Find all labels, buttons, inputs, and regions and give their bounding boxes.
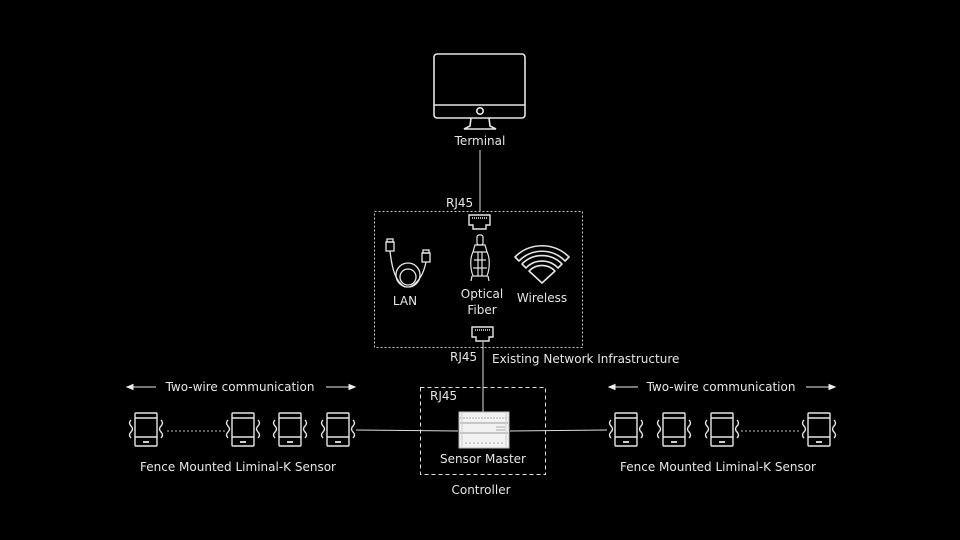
fence-sensor-icon bbox=[608, 412, 644, 447]
rj45-port-bottom-icon bbox=[471, 326, 494, 342]
optical-label-line1: Optical bbox=[460, 287, 504, 301]
network-box bbox=[374, 211, 583, 348]
left-sensor-label: Fence Mounted Liminal-K Sensor bbox=[140, 460, 336, 474]
fence-sensor-icon bbox=[272, 412, 308, 447]
fence-sensor-icon bbox=[128, 412, 164, 447]
fence-sensor-icon bbox=[225, 412, 261, 447]
controller-rj45-label: RJ45 bbox=[430, 389, 458, 403]
left-arrow-pair bbox=[125, 383, 357, 391]
rj45-top-label: RJ45 bbox=[446, 196, 474, 210]
optical-label-line2: Fiber bbox=[467, 303, 497, 317]
wifi-icon bbox=[514, 244, 570, 284]
link-right-chain bbox=[509, 429, 608, 432]
network-title: Existing Network Infrastructure bbox=[492, 352, 680, 366]
fence-sensor-icon bbox=[801, 412, 837, 447]
wireless-label: Wireless bbox=[516, 291, 568, 305]
arrow-left-icon bbox=[125, 383, 134, 391]
controller-label: Controller bbox=[451, 483, 511, 497]
rj45-port-top-icon bbox=[468, 214, 491, 230]
arrow-right-icon bbox=[828, 383, 837, 391]
left-comm-label: Two-wire communication bbox=[165, 380, 315, 394]
fence-sensor-icon bbox=[656, 412, 692, 447]
lan-label: LAN bbox=[392, 294, 418, 308]
arrow-right-icon bbox=[348, 383, 357, 391]
right-arrow-pair bbox=[607, 383, 837, 391]
sensor-master-icon bbox=[458, 411, 510, 449]
link-left-chain bbox=[355, 429, 459, 432]
monitor-icon bbox=[433, 53, 526, 130]
lan-cable-icon bbox=[385, 238, 431, 288]
optical-fiber-icon bbox=[470, 234, 490, 282]
fence-sensor-icon bbox=[320, 412, 356, 447]
rj45-bottom-label: RJ45 bbox=[450, 350, 478, 364]
right-comm-label: Two-wire communication bbox=[646, 380, 796, 394]
fence-sensor-icon bbox=[704, 412, 740, 447]
sensor-group bbox=[128, 412, 837, 447]
right-sensor-label: Fence Mounted Liminal-K Sensor bbox=[620, 460, 816, 474]
sensor-master-label: Sensor Master bbox=[440, 452, 526, 466]
arrow-left-icon bbox=[607, 383, 616, 391]
terminal-label: Terminal bbox=[454, 134, 506, 148]
